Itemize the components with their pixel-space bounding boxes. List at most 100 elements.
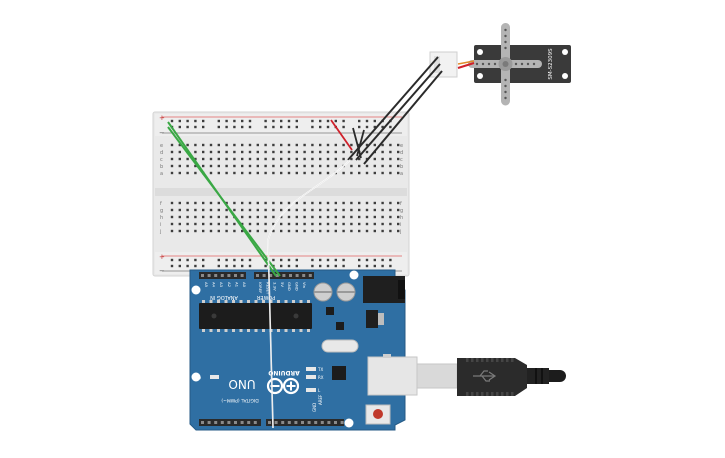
header-pin[interactable] [201,274,204,277]
breadboard-hole[interactable] [241,215,244,219]
rail-hole[interactable] [178,119,181,123]
header-pin[interactable] [268,421,271,424]
rail-hole[interactable] [334,119,337,123]
breadboard-hole[interactable] [350,143,353,147]
rail-hole[interactable] [170,119,174,123]
reset-button-cap[interactable] [373,409,383,419]
breadboard-hole[interactable] [225,150,228,154]
header-pin[interactable] [295,274,299,277]
breadboard-hole[interactable] [233,143,236,147]
rail-hole[interactable] [186,125,189,129]
breadboard-hole[interactable] [202,215,205,219]
breadboard-hole[interactable] [264,171,267,175]
breadboard-hole[interactable] [311,215,314,219]
breadboard-hole[interactable] [264,222,267,226]
header-pin[interactable] [281,421,285,424]
breadboard-hole[interactable] [311,143,314,147]
rail-hole[interactable] [311,125,314,129]
breadboard-hole[interactable] [303,229,306,233]
breadboard-hole[interactable] [334,157,337,161]
breadboard-hole[interactable] [326,208,330,212]
breadboard-hole[interactable] [186,171,189,175]
rail-hole[interactable] [178,258,181,262]
breadboard-hole[interactable] [217,201,220,205]
breadboard-hole[interactable] [256,201,259,205]
rail-hole[interactable] [217,125,220,129]
breadboard-hole[interactable] [233,201,236,205]
breadboard-hole[interactable] [397,143,400,147]
breadboard-hole[interactable] [178,164,181,168]
breadboard-hole[interactable] [381,157,384,161]
breadboard-hole[interactable] [287,164,291,168]
breadboard-hole[interactable] [202,208,205,212]
rail-hole[interactable] [326,125,330,129]
rail-hole[interactable] [287,264,291,268]
rail-hole[interactable] [295,258,298,262]
breadboard-hole[interactable] [389,208,392,212]
breadboard-hole[interactable] [264,150,267,154]
breadboard-hole[interactable] [303,215,306,219]
breadboard-hole[interactable] [342,150,345,154]
breadboard-hole[interactable] [295,164,298,168]
breadboard-hole[interactable] [389,215,392,219]
breadboard-hole[interactable] [287,157,291,161]
rail-hole[interactable] [319,264,322,268]
breadboard-hole[interactable] [295,150,298,154]
rail-hole[interactable] [381,125,384,129]
header-pin[interactable] [289,274,292,277]
rail-hole[interactable] [272,258,275,262]
breadboard-hole[interactable] [225,215,228,219]
breadboard-hole[interactable] [280,208,283,212]
header-pin[interactable] [302,274,306,277]
rail-hole[interactable] [194,264,197,268]
breadboard-hole[interactable] [295,157,298,161]
breadboard-hole[interactable] [342,222,345,226]
breadboard-hole[interactable] [170,222,174,226]
breadboard-hole[interactable] [194,157,197,161]
breadboard-hole[interactable] [397,201,400,205]
breadboard-hole[interactable] [311,222,314,226]
breadboard-hole[interactable] [326,171,330,175]
header-pin[interactable] [334,421,337,424]
breadboard-hole[interactable] [217,215,220,219]
rail-hole[interactable] [178,125,181,129]
rail-hole[interactable] [264,125,267,129]
rail-hole[interactable] [202,119,205,123]
breadboard-hole[interactable] [311,229,314,233]
breadboard-hole[interactable] [178,157,181,161]
breadboard-hole[interactable] [334,215,337,219]
breadboard-hole[interactable] [342,171,345,175]
breadboard-hole[interactable] [397,164,400,168]
breadboard-hole[interactable] [381,171,384,175]
breadboard-hole[interactable] [334,208,337,212]
breadboard-hole[interactable] [326,143,330,147]
breadboard-hole[interactable] [326,150,330,154]
breadboard-hole[interactable] [303,222,306,226]
breadboard-hole[interactable] [217,143,220,147]
breadboard-hole[interactable] [381,143,384,147]
breadboard-hole[interactable] [178,215,181,219]
breadboard-hole[interactable] [194,150,197,154]
breadboard-hole[interactable] [358,208,361,212]
rail-hole[interactable] [233,125,236,129]
rail-hole[interactable] [202,125,205,129]
breadboard-hole[interactable] [311,157,314,161]
breadboard-hole[interactable] [186,143,189,147]
header-pin[interactable] [201,421,204,424]
breadboard-hole[interactable] [280,171,283,175]
rail-hole[interactable] [389,264,392,268]
rail-hole[interactable] [241,264,244,268]
rail-hole[interactable] [241,125,244,129]
breadboard-hole[interactable] [295,229,298,233]
rail-hole[interactable] [342,125,345,129]
breadboard-hole[interactable] [170,164,174,168]
breadboard-hole[interactable] [397,157,400,161]
rail-hole[interactable] [365,264,369,268]
breadboard-hole[interactable] [202,143,205,147]
breadboard-hole[interactable] [248,171,252,175]
rail-hole[interactable] [186,119,189,123]
breadboard-hole[interactable] [264,157,267,161]
breadboard-hole[interactable] [365,164,369,168]
rail-hole[interactable] [280,125,283,129]
rail-hole[interactable] [241,119,244,123]
